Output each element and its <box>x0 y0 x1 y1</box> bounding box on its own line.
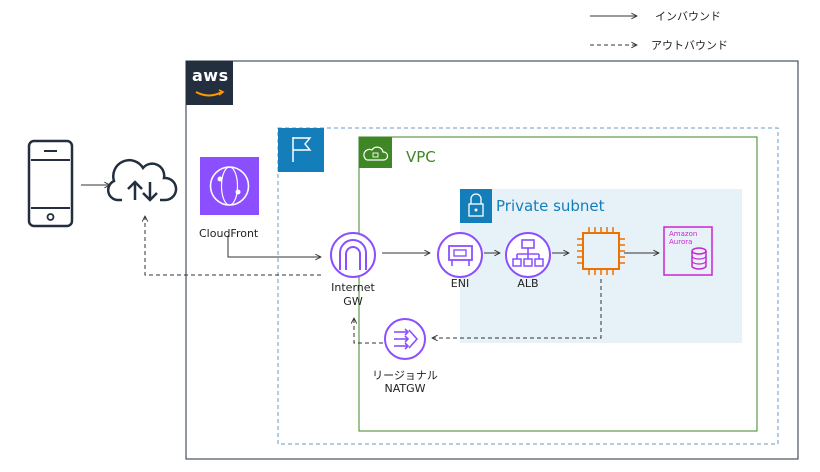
outbound-arrows <box>145 216 602 344</box>
aws-cloud-box <box>185 60 799 460</box>
region-box <box>277 127 779 445</box>
vpc-box <box>358 136 758 432</box>
aws-logo-text: aws <box>192 66 229 85</box>
inbound-arrows <box>81 185 659 257</box>
internet-gw-label-line1: Internet <box>331 281 375 294</box>
natgw-label-line1: リージョナル <box>372 369 438 382</box>
alb-label: ALB <box>517 277 539 290</box>
arrow-igw-to-cloud <box>145 216 321 276</box>
cloud-upload-download-icon <box>107 158 178 202</box>
legend <box>590 16 637 45</box>
private-subnet-label: Private subnet <box>496 197 605 215</box>
region-flag-icon <box>278 128 324 172</box>
arrow-ec2-to-natgw <box>432 279 602 338</box>
natgw-label-line2: NATGW <box>384 382 426 395</box>
aurora-label-line1: Amazon <box>669 230 698 238</box>
internet-gw-label-line2: GW <box>343 295 363 308</box>
cloudfront-icon <box>200 157 259 215</box>
eni-label: ENI <box>450 277 470 290</box>
legend-inbound-label: インバウンド <box>655 10 721 23</box>
arrow-natgw-to-igw <box>354 318 383 344</box>
vpc-label: VPC <box>406 148 436 166</box>
vpc-cloud-lock-icon <box>359 137 392 168</box>
nat-gateway-icon <box>384 318 426 360</box>
legend-outbound-label: アウトバウンド <box>651 39 728 52</box>
ec2-chip-icon <box>577 227 625 275</box>
arrow-cloudfront-to-igw <box>227 236 321 257</box>
aurora-database-icon <box>663 226 713 276</box>
internet-gateway-icon <box>330 232 376 278</box>
cloudfront-label: CloudFront <box>199 227 259 240</box>
padlock-icon <box>460 189 492 223</box>
alb-icon <box>505 232 551 278</box>
aws-logo <box>186 61 233 105</box>
mobile-phone-icon <box>27 139 74 228</box>
eni-icon <box>437 232 483 278</box>
aurora-label-line2: Aurora <box>669 238 693 246</box>
